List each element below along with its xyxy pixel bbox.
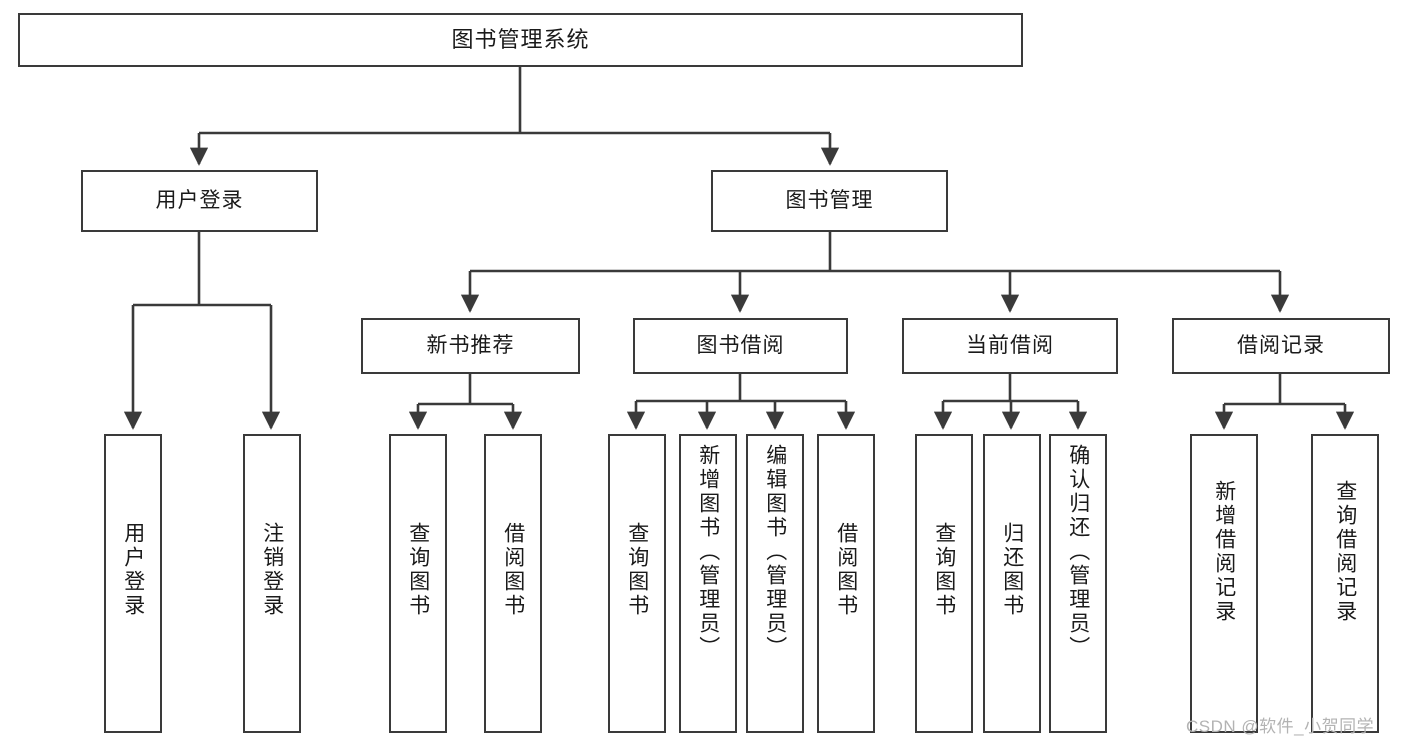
node-leaf-query-borrow-record[interactable]: 查询借阅记录 (1311, 434, 1379, 733)
node-current-borrow-label: 当前借阅 (966, 334, 1054, 358)
node-leaf-confirm-return[interactable]: 确认归还（管理员） (1049, 434, 1107, 733)
node-leaf-query-book-3-label: 查询图书 (932, 522, 956, 618)
node-book-borrow-label: 图书借阅 (696, 334, 785, 358)
node-leaf-borrow-book-1[interactable]: 借阅图书 (484, 434, 542, 733)
node-leaf-user-login[interactable]: 用户登录 (104, 434, 162, 733)
node-leaf-borrow-book-2[interactable]: 借阅图书 (817, 434, 875, 733)
node-leaf-borrow-book-1-label: 借阅图书 (501, 522, 525, 618)
node-current-borrow[interactable]: 当前借阅 (902, 318, 1118, 374)
node-leaf-user-login-label: 用户登录 (121, 522, 145, 618)
node-leaf-query-book-2[interactable]: 查询图书 (608, 434, 666, 733)
node-new-book-recommend-label: 新书推荐 (426, 334, 515, 358)
node-book-management[interactable]: 图书管理 (711, 170, 948, 232)
node-book-management-label: 图书管理 (785, 189, 874, 213)
node-root[interactable]: 图书管理系统 (18, 13, 1023, 67)
node-leaf-return-book-label: 归还图书 (1000, 522, 1024, 618)
node-user-login[interactable]: 用户登录 (81, 170, 318, 232)
node-leaf-logout-login[interactable]: 注销登录 (243, 434, 301, 733)
node-leaf-query-book-1[interactable]: 查询图书 (389, 434, 447, 733)
node-leaf-add-book[interactable]: 新增图书（管理员） (679, 434, 737, 733)
node-new-book-recommend[interactable]: 新书推荐 (361, 318, 580, 374)
node-leaf-return-book[interactable]: 归还图书 (983, 434, 1041, 733)
node-leaf-add-borrow-record[interactable]: 新增借阅记录 (1190, 434, 1258, 733)
node-leaf-query-book-3[interactable]: 查询图书 (915, 434, 973, 733)
node-borrow-record[interactable]: 借阅记录 (1172, 318, 1390, 374)
node-leaf-borrow-book-2-label: 借阅图书 (834, 522, 858, 618)
node-leaf-query-borrow-record-label: 查询借阅记录 (1333, 480, 1357, 624)
node-user-login-label: 用户登录 (155, 189, 244, 213)
node-leaf-add-borrow-record-label: 新增借阅记录 (1212, 480, 1236, 624)
node-leaf-edit-book-label: 编辑图书（管理员） (763, 444, 787, 660)
node-leaf-edit-book[interactable]: 编辑图书（管理员） (746, 434, 804, 733)
csdn-watermark: CSDN @软件_小贺同学 (1186, 717, 1375, 736)
node-leaf-logout-login-label: 注销登录 (260, 522, 284, 618)
node-book-borrow[interactable]: 图书借阅 (633, 318, 848, 374)
node-leaf-add-book-label: 新增图书（管理员） (696, 444, 720, 660)
node-borrow-record-label: 借阅记录 (1237, 334, 1325, 358)
node-leaf-confirm-return-label: 确认归还（管理员） (1066, 444, 1090, 660)
node-leaf-query-book-1-label: 查询图书 (406, 522, 430, 618)
node-root-label: 图书管理系统 (451, 26, 590, 52)
node-leaf-query-book-2-label: 查询图书 (625, 522, 649, 618)
